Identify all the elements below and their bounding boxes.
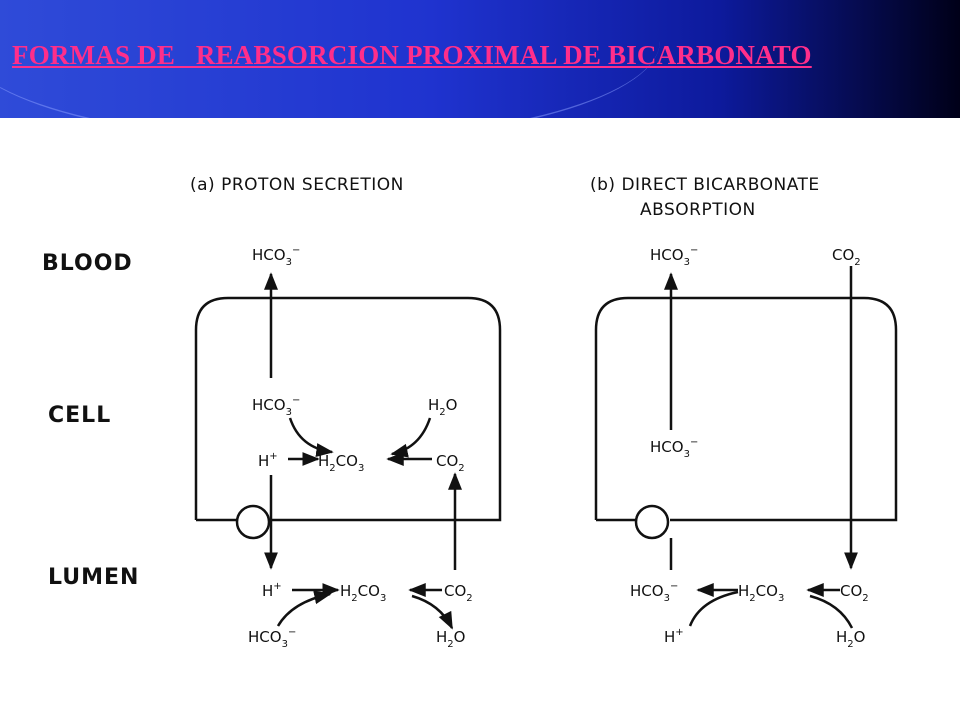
- panel-a-blood-hco3: HCO3−: [252, 245, 300, 268]
- panel-a-cell-hco3-curve: [288, 417, 334, 457]
- panel-a-lumen-hco3: HCO3−: [248, 627, 296, 650]
- panel-b-transporter-circle: [634, 504, 670, 540]
- panel-b-lumen-hco3: HCO3−: [630, 581, 678, 604]
- panel-b-lumen-h2co3: H2CO3: [738, 582, 784, 604]
- panel-a-lumen-h2o-curve: [411, 594, 454, 630]
- cell-label: CELL: [48, 403, 111, 428]
- panel-a-cell-h2o-curve: [390, 417, 432, 458]
- panel-a-cell-h2co3: H2CO3: [318, 452, 364, 474]
- panel-a-cell-co2: CO2: [436, 452, 465, 474]
- panel-b-blood-hco3: HCO3−: [650, 245, 698, 268]
- panel-a-lumen-h: H+: [262, 581, 282, 600]
- panel-a-transporter-circle: [235, 504, 271, 540]
- panel-b-lumen-h2o-curve: [809, 594, 854, 629]
- panel-a-lumen-co2: CO2: [444, 582, 473, 604]
- panel-b-blood-co2: CO2: [832, 246, 861, 268]
- panel-a-cell-h: H+: [258, 451, 278, 470]
- slide-title: FORMAS DE REABSORCION PROXIMAL DE BICARB…: [12, 40, 812, 70]
- panel-a-lumen-hco3-curve: [276, 590, 332, 627]
- panel-a-chemistry: HCO3− HCO3− H2O H+ H2CO3 CO2 H+ H2CO3 CO…: [248, 245, 473, 650]
- panel-b-cell-hco3: HCO3−: [650, 437, 698, 460]
- panel-a-cell-h2o: H2O: [428, 396, 457, 418]
- lumen-label: LUMEN: [48, 565, 139, 590]
- panel-a-cell-hco3: HCO3−: [252, 395, 300, 418]
- blood-label: BLOOD: [42, 251, 133, 276]
- panel-b-title-line2: ABSORPTION: [640, 200, 756, 220]
- panel-b-lumen-h-curve: [688, 590, 739, 627]
- panel-b-lumen-h2o: H2O: [836, 628, 865, 650]
- panel-a-cell-outline: [194, 296, 502, 522]
- panel-b-lumen-co2: CO2: [840, 582, 869, 604]
- slide-header: FORMAS DE REABSORCION PROXIMAL DE BICARB…: [0, 0, 960, 118]
- panel-b-title-line1: (b) DIRECT BICARBONATE: [590, 175, 820, 195]
- bicarbonate-reabsorption-diagram: BLOOD CELL LUMEN (a) PROTON SECRETION (b…: [42, 175, 898, 650]
- panel-a-lumen-h2co3: H2CO3: [340, 582, 386, 604]
- panel-a-title: (a) PROTON SECRETION: [190, 175, 404, 195]
- panel-a: [194, 272, 502, 630]
- panel-b-lumen-h: H+: [664, 627, 684, 646]
- panel-a-lumen-h2o: H2O: [436, 628, 465, 650]
- panel-b-cell-outline: [594, 296, 898, 522]
- panel-b: [594, 266, 898, 629]
